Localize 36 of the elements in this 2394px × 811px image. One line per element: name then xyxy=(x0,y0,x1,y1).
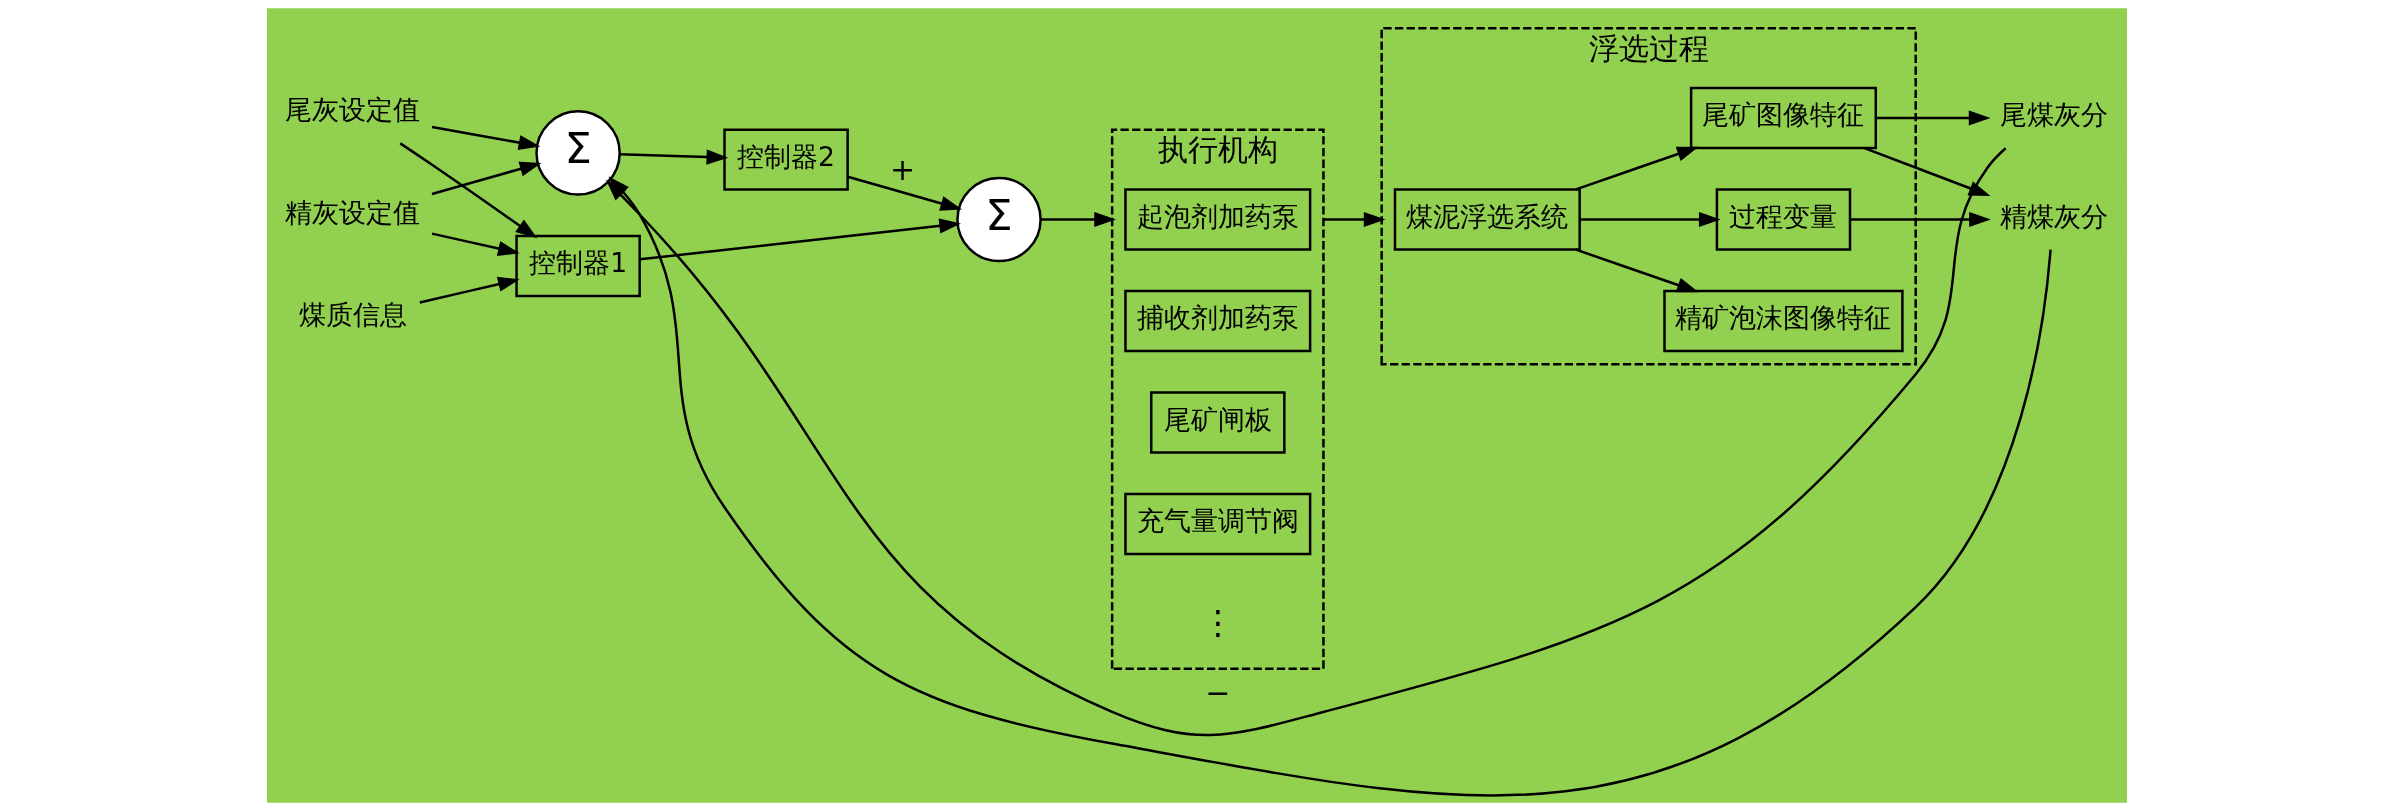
arrow xyxy=(431,232,520,256)
arrow xyxy=(1323,211,1386,228)
node-box: 尾矿闸板 xyxy=(1150,391,1286,454)
node-circle: Σ xyxy=(535,110,621,196)
node-box: 煤泥浮选系统 xyxy=(1393,188,1581,251)
arrow xyxy=(431,125,541,151)
node-box: 捕收剂加药泵 xyxy=(1124,289,1312,353)
edge-label: + xyxy=(889,152,916,188)
node-box: 控制器2 xyxy=(723,128,849,191)
arrow xyxy=(399,142,538,239)
node-text: 精灰设定值 xyxy=(285,197,421,229)
arrow xyxy=(1580,211,1721,228)
node-circle: Σ xyxy=(956,176,1042,263)
node-box: 精矿泡沫图像特征 xyxy=(1663,289,1904,353)
arrow xyxy=(431,161,542,196)
node-text: 精煤灰分 xyxy=(1999,200,2108,232)
arrow xyxy=(1040,211,1116,228)
arrow xyxy=(608,176,2052,797)
arrow xyxy=(847,175,963,211)
node-text: 尾灰设定值 xyxy=(285,94,421,126)
node-text: 煤质信息 xyxy=(298,298,407,330)
node-box: 充气量调节阀 xyxy=(1124,492,1312,556)
label: ⋮ xyxy=(1201,602,1235,642)
arrow xyxy=(639,218,961,261)
edge-label: − xyxy=(1205,674,1231,710)
arrow xyxy=(419,276,520,304)
node-box: 起泡剂加药泵 xyxy=(1124,188,1312,251)
arrow xyxy=(1575,146,1699,191)
arrow xyxy=(1575,248,1699,293)
arrow xyxy=(619,149,729,165)
arrow xyxy=(1876,110,1991,126)
node-text: 尾煤灰分 xyxy=(1999,99,2108,131)
node-box: 控制器1 xyxy=(515,234,641,298)
arrow xyxy=(1850,211,1991,228)
node-box: 尾矿图像特征 xyxy=(1689,86,1878,150)
node-box: 过程变量 xyxy=(1715,188,1852,251)
